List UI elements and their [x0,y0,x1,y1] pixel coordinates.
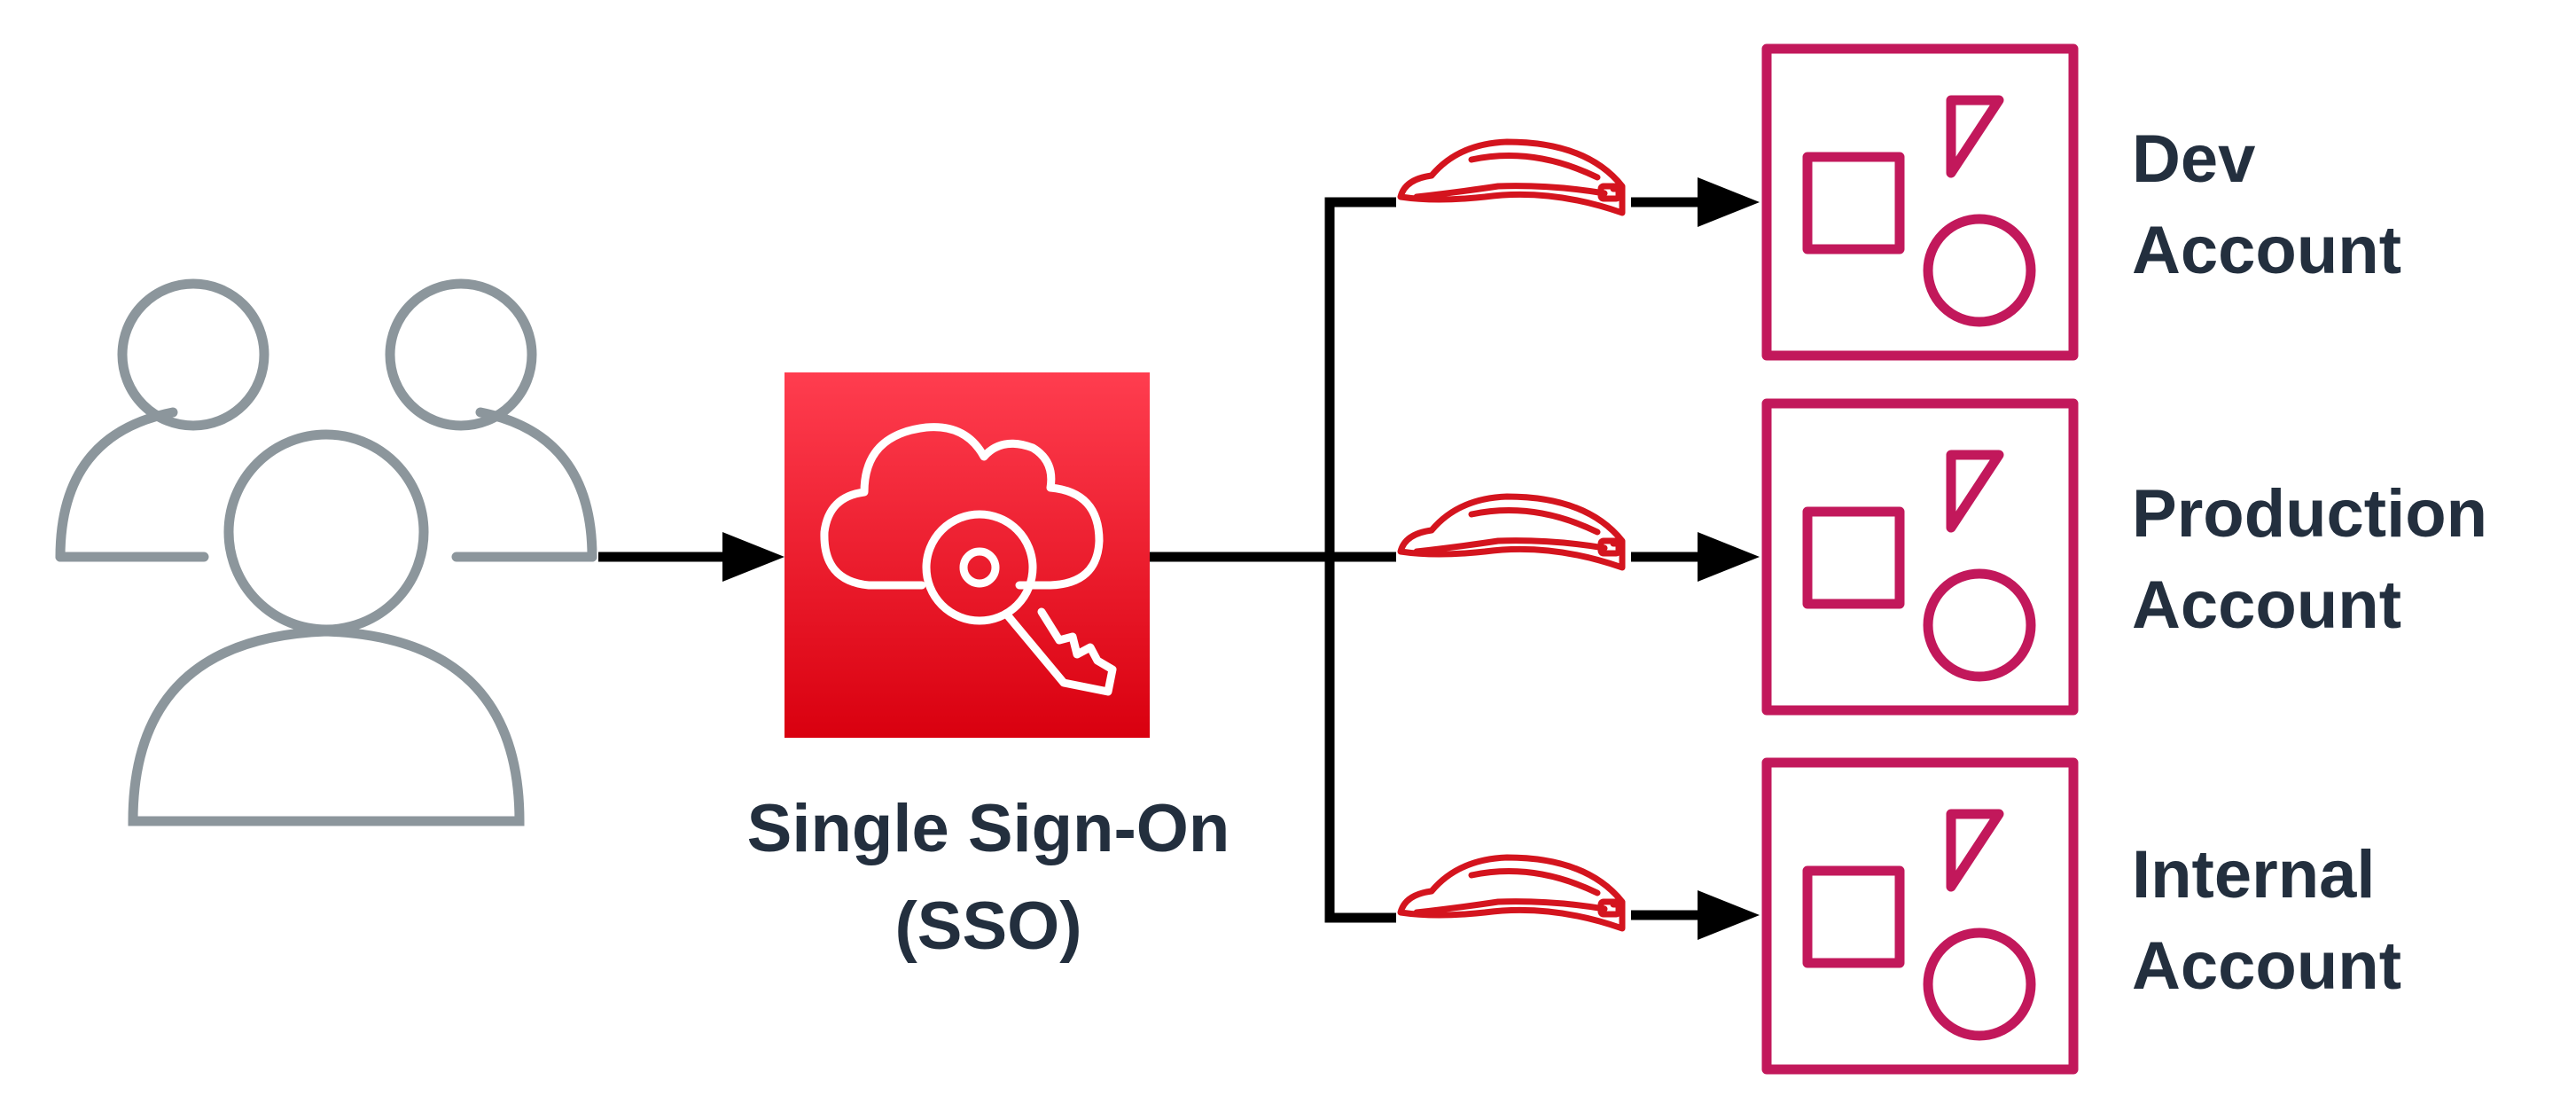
production-account-label-line1: Production [2132,476,2487,552]
account-shapes-icon [1767,49,2073,356]
hard-hat-icon [1401,857,1622,928]
connector-role-to-production [1631,532,1760,582]
hard-hat-icon [1401,497,1622,568]
sso-service-box [785,372,1150,738]
account-shapes-icon [1767,403,2073,710]
connector-role-to-internal [1631,890,1760,940]
account-shapes-icon [1767,763,2073,1069]
connector-users-to-sso [598,532,785,582]
internal-account-label-line1: Internal [2132,837,2376,912]
internal-account-label-line2: Account [2132,928,2401,1004]
sso-label-line1: Single Sign-On [747,791,1230,866]
sso-label-line2: (SSO) [894,889,1081,964]
dev-account-label-line1: Dev [2132,121,2255,197]
hard-hat-icon [1401,142,1622,213]
connector-role-to-dev [1631,177,1760,227]
users-group-icon [55,278,597,826]
production-account-label-line2: Account [2132,568,2401,643]
cloud-key-icon [820,423,1117,696]
branch-connectors [1150,197,1396,923]
dev-account-label-line2: Account [2132,213,2401,288]
